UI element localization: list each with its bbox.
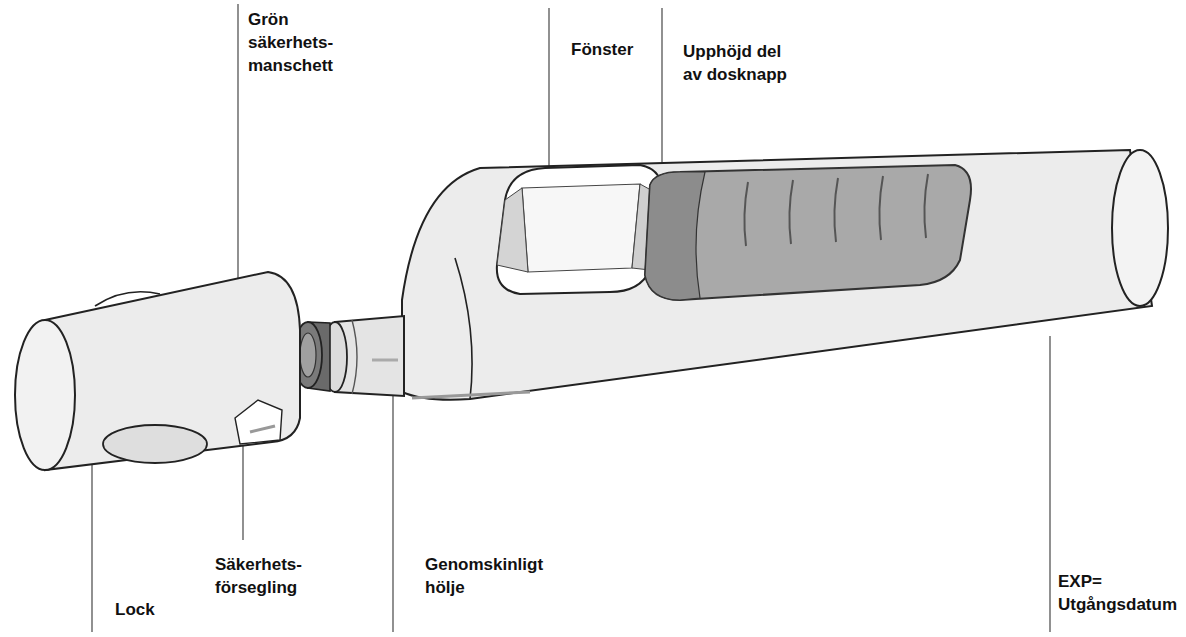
pen-body — [402, 150, 1168, 400]
window — [497, 165, 661, 294]
part-label: Säkerhets- försegling — [215, 553, 305, 599]
part-label: Genomskinligt hölje — [425, 553, 547, 599]
part-label: EXP= Utgångsdatum — [1058, 570, 1180, 616]
cap — [15, 272, 300, 470]
dose-button — [645, 165, 971, 300]
part-label: Fönster — [571, 38, 637, 61]
transparent-housing — [323, 316, 404, 396]
part-label: Grön säkerhets- manschett — [248, 8, 337, 77]
part-label: Upphöjd del av dosknapp — [683, 40, 790, 86]
part-label: Lock — [115, 598, 158, 621]
